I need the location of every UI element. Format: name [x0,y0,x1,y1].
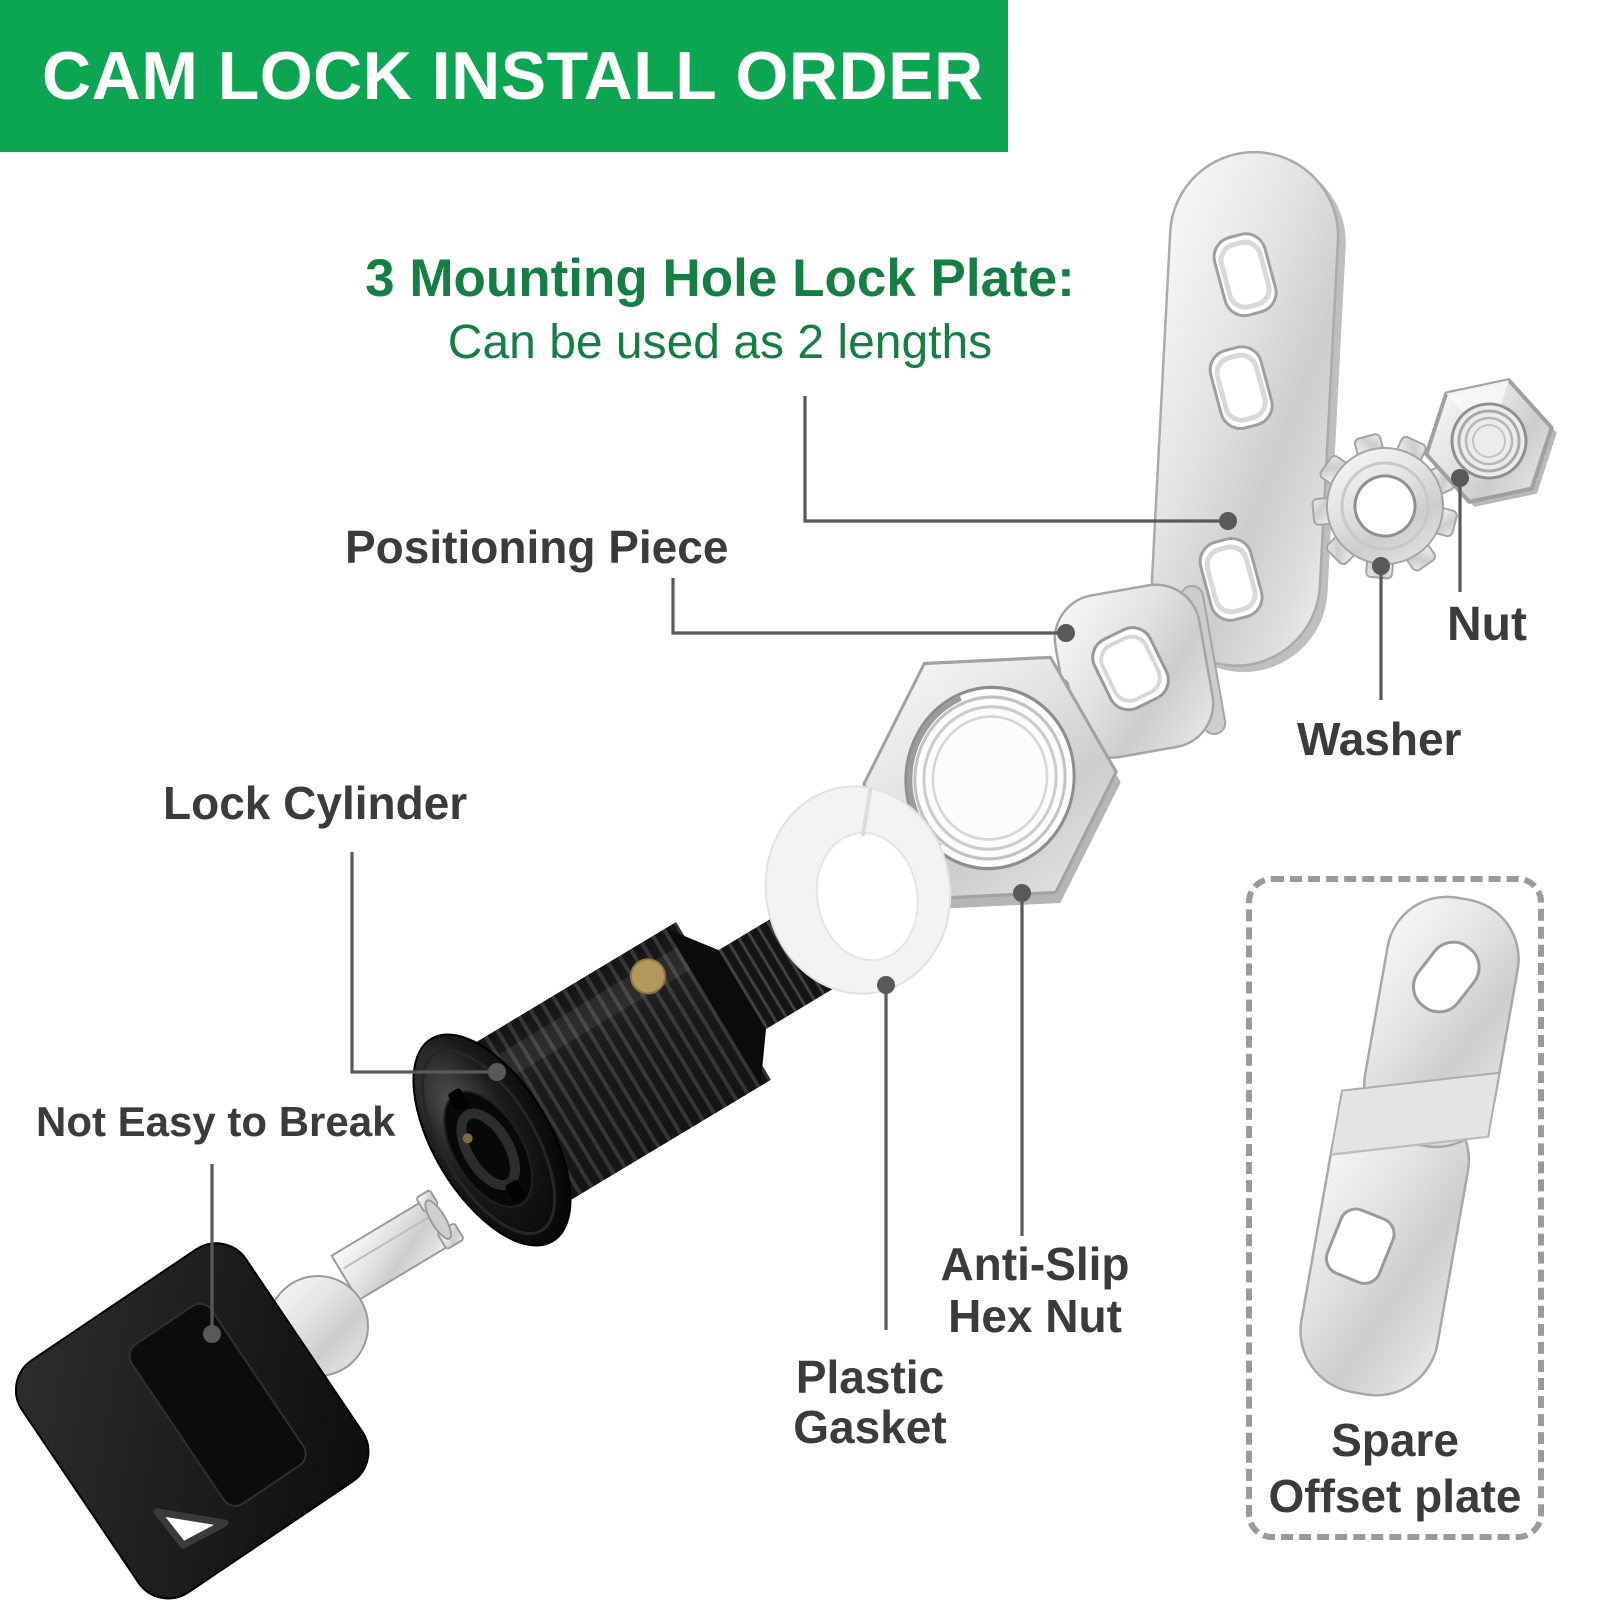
plastic-gasket-part [764,785,952,995]
banner-title: CAM LOCK INSTALL ORDER [42,38,984,114]
label-spare-line1: Spare [1331,1414,1459,1466]
leader-lines [203,396,1469,1343]
label-plastic-line1: Plastic [795,1351,945,1403]
label-plastic-line2: Gasket [793,1401,947,1453]
label-anti-slip-line1: Anti-Slip [940,1238,1130,1290]
label-positioning-piece: Positioning Piece [345,521,729,573]
key-part [14,1242,370,1600]
title-banner: CAM LOCK INSTALL ORDER [0,0,1008,152]
leader-lock-cylinder [350,852,497,1074]
label-anti-slip-hex-nut: Anti-Slip Hex Nut [905,1238,1165,1342]
spare-offset-plate-box [1246,876,1544,1540]
label-lock-cylinder: Lock Cylinder [163,777,468,829]
label-plastic-gasket: Plastic Gasket [750,1352,990,1452]
label-spare-line2: Offset plate [1268,1470,1522,1522]
label-nut: Nut [1447,598,1527,651]
spare-offset-plate-part [1299,895,1520,1397]
lock-plate [1150,150,1346,673]
star-washer-icon [1311,433,1458,580]
label-spare-offset-plate: Spare Offset plate [1246,1412,1544,1524]
plate-heading-line1: 3 Mounting Hole Lock Plate: [365,249,1075,308]
plate-heading: 3 Mounting Hole Lock Plate: Can be used … [330,248,1110,370]
brass-pin [629,958,666,995]
leader-positioning-piece [671,578,1066,635]
label-not-easy-to-break: Not Easy to Break [36,1098,396,1145]
key-shaft [330,1189,464,1302]
label-washer: Washer [1297,713,1462,765]
label-anti-slip-line2: Hex Nut [948,1290,1122,1342]
leader-lock-plate [803,396,1228,523]
plate-heading-line2: Can be used as 2 lengths [447,316,993,369]
